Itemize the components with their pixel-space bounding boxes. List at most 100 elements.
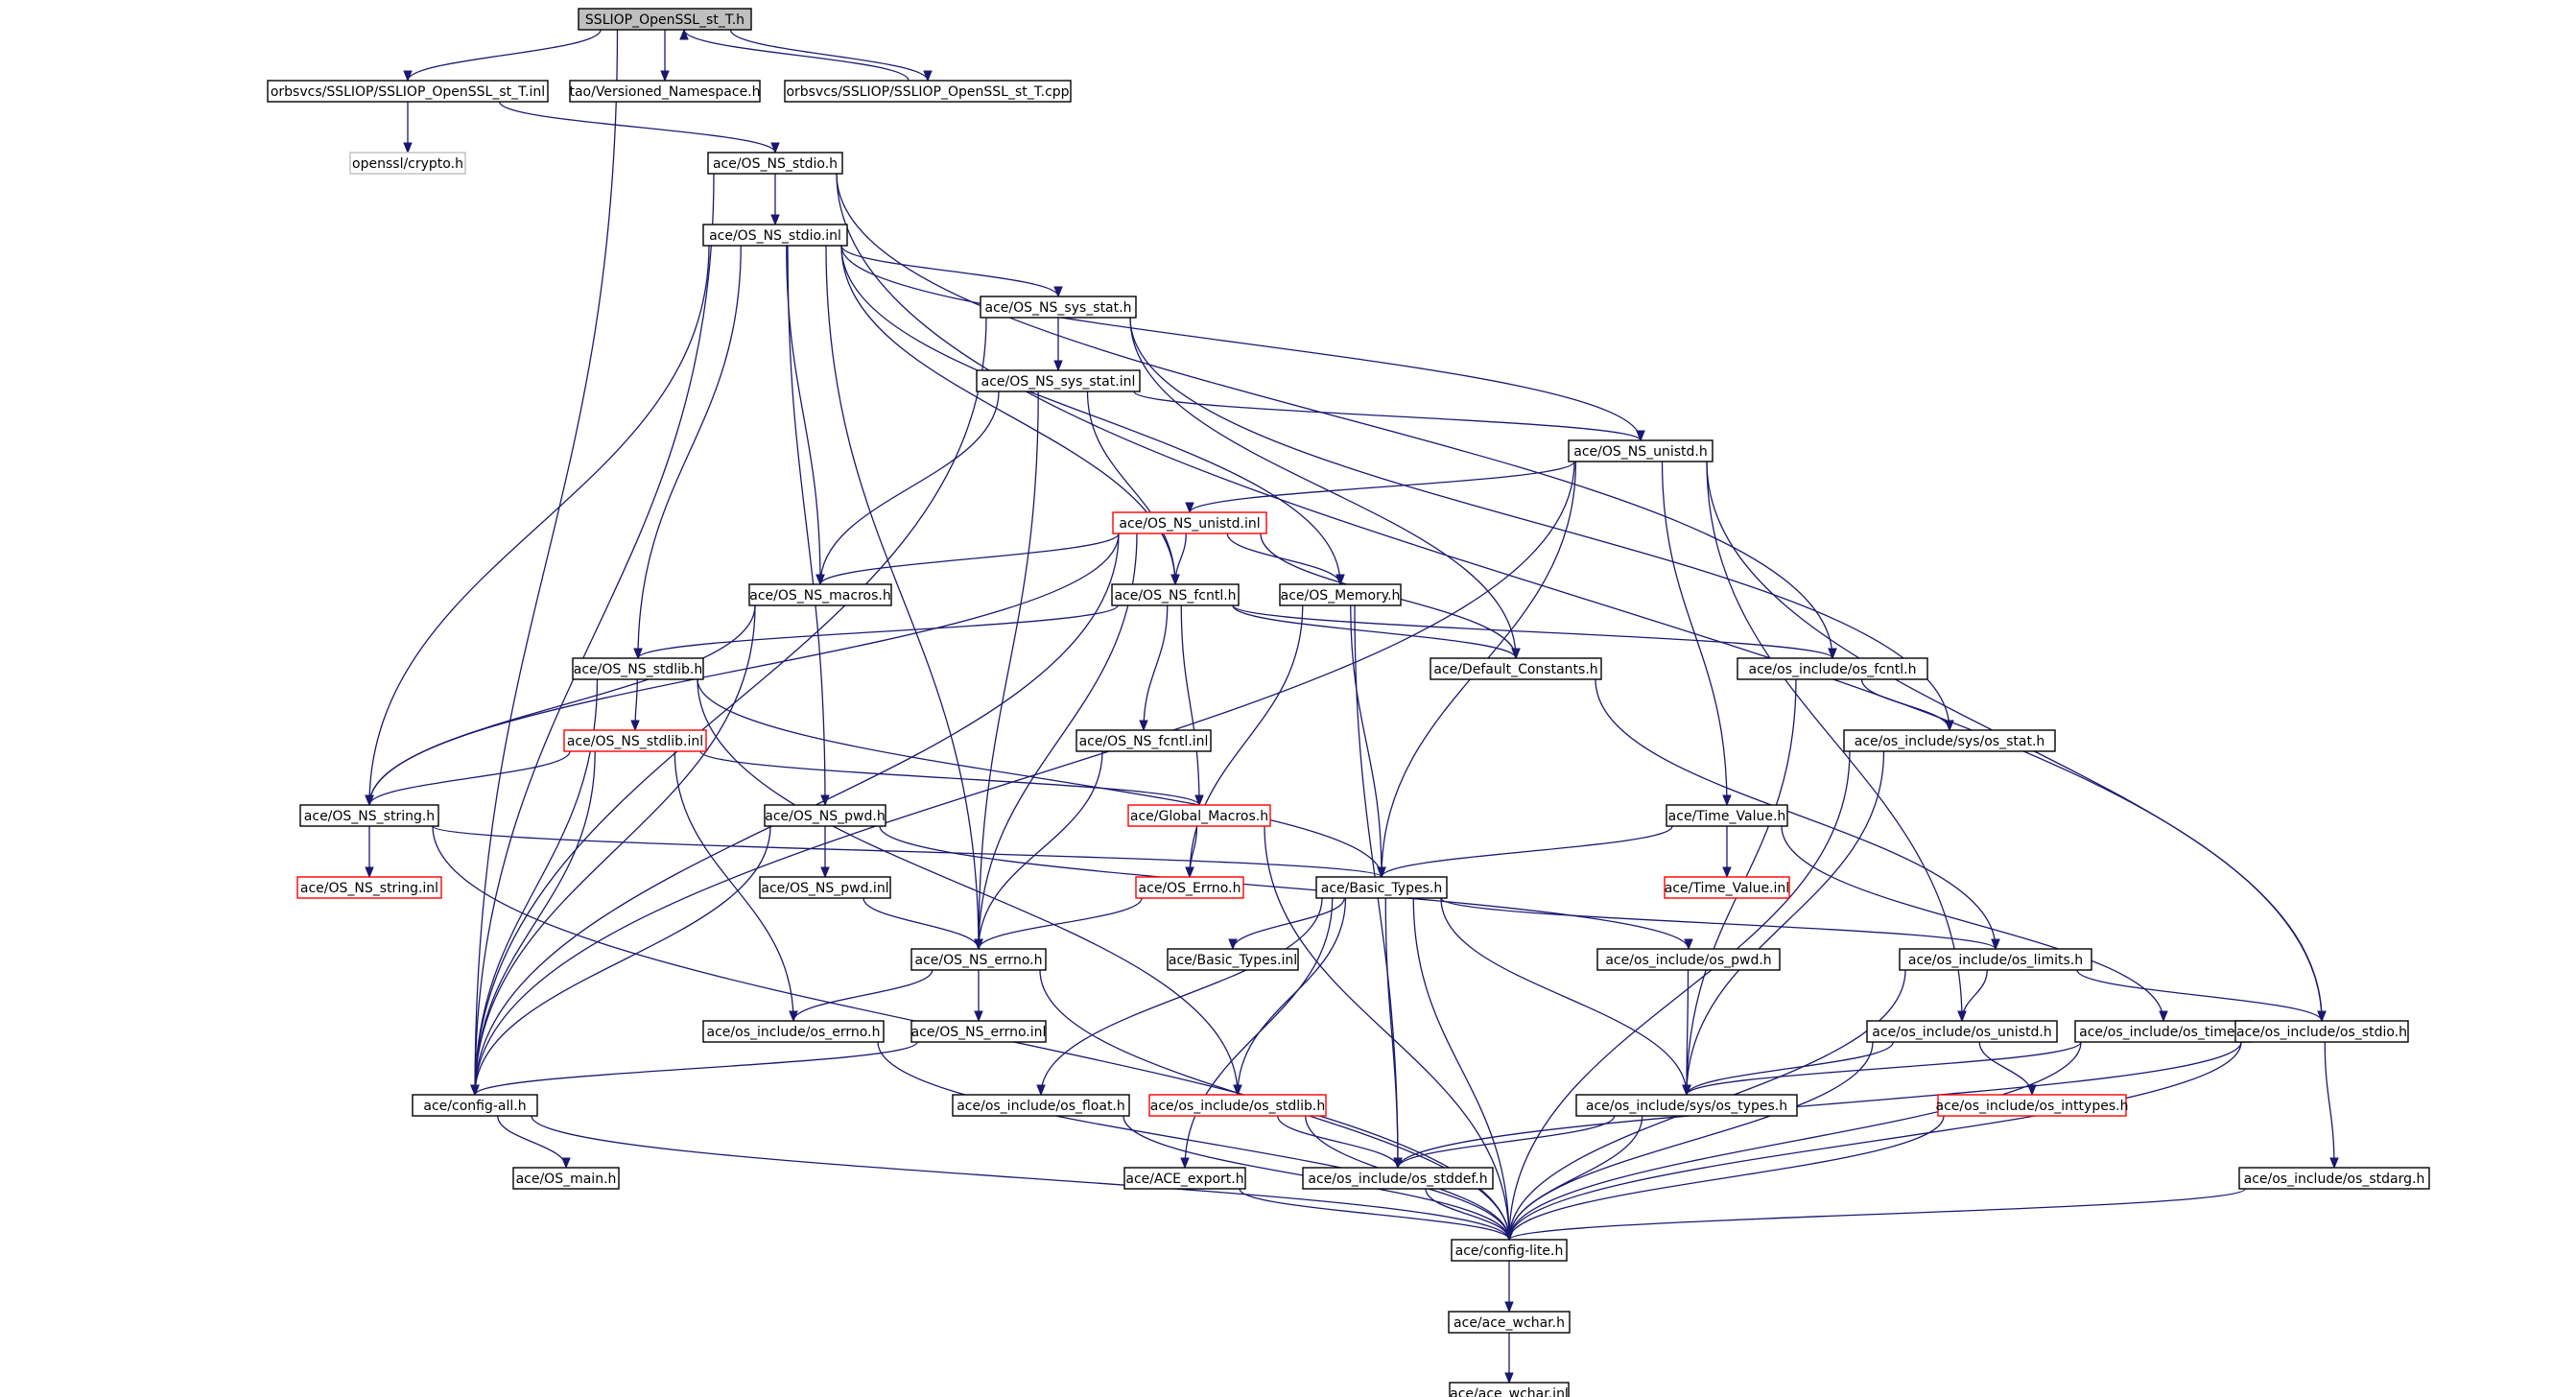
node-errno_h[interactable]: ace/OS_NS_errno.h [910, 948, 1047, 971]
node-stdio_inl[interactable]: ace/OS_NS_stdio.inl [702, 224, 848, 247]
node-box-os_stdio[interactable] [2234, 1020, 2409, 1043]
node-stdlib_h[interactable]: ace/OS_NS_stdlib.h [572, 657, 704, 680]
node-box-os_unistd[interactable] [1866, 1020, 2058, 1043]
node-box-aceexport[interactable] [1123, 1167, 1246, 1190]
node-sslcpp[interactable]: orbsvcs/SSLIOP/SSLIOP_OpenSSL_st_T.cpp [784, 80, 1072, 103]
node-os_stddef[interactable]: ace/os_include/os_stddef.h [1302, 1167, 1494, 1190]
node-configall[interactable]: ace/config-all.h [412, 1094, 538, 1117]
node-box-unistd_inl[interactable] [1112, 511, 1267, 534]
node-box-pwd_h[interactable] [764, 804, 886, 827]
node-box-sysstat_h[interactable] [980, 296, 1137, 319]
node-box-globalmacros[interactable] [1127, 804, 1271, 827]
node-timevalue[interactable]: ace/Time_Value.h [1666, 804, 1788, 827]
node-sysstat_h[interactable]: ace/OS_NS_sys_stat.h [980, 296, 1137, 319]
node-box-os_limits[interactable] [1899, 948, 2092, 971]
node-acewchar_inl[interactable]: ace/ace_wchar.inl [1449, 1382, 1570, 1397]
node-os_limits[interactable]: ace/os_include/os_limits.h [1899, 948, 2092, 971]
node-string_h[interactable]: ace/OS_NS_string.h [299, 804, 439, 827]
node-timevalue_inl[interactable]: ace/Time_Value.inl [1664, 876, 1790, 899]
node-box-os_stdlib[interactable] [1148, 1094, 1327, 1117]
node-os_unistd[interactable]: ace/os_include/os_unistd.h [1866, 1020, 2058, 1043]
node-box-osmain[interactable] [512, 1167, 620, 1190]
node-pwd_h[interactable]: ace/OS_NS_pwd.h [764, 804, 886, 827]
node-memory[interactable]: ace/OS_Memory.h [1279, 583, 1402, 606]
node-fcntl_inl[interactable]: ace/OS_NS_fcntl.inl [1075, 729, 1212, 752]
node-string_inl[interactable]: ace/OS_NS_string.inl [296, 876, 442, 899]
node-box-sys_os_stat[interactable] [1843, 729, 2056, 752]
node-basictypes_inl[interactable]: ace/Basic_Types.inl [1167, 948, 1299, 971]
node-box-errno_inl[interactable] [910, 1020, 1047, 1043]
node-unistd_inl[interactable]: ace/OS_NS_unistd.inl [1112, 511, 1267, 534]
node-root[interactable]: SSLIOP_OpenSSL_st_T.h [578, 8, 752, 31]
node-box-os_errno[interactable] [702, 1020, 885, 1043]
node-box-basictypes_inl[interactable] [1167, 948, 1299, 971]
node-box-root[interactable] [578, 8, 752, 31]
node-aceexport[interactable]: ace/ACE_export.h [1123, 1167, 1246, 1190]
node-box-defconst[interactable] [1430, 657, 1602, 680]
node-sys_os_stat[interactable]: ace/os_include/sys/os_stat.h [1843, 729, 2056, 752]
node-os_inttypes[interactable]: ace/os_include/os_inttypes.h [1936, 1094, 2129, 1117]
node-acewchar_h[interactable]: ace/ace_wchar.h [1448, 1311, 1571, 1334]
node-stdio_h[interactable]: ace/OS_NS_stdio.h [707, 152, 843, 175]
node-box-sysstat_inl[interactable] [976, 369, 1141, 392]
node-os_pwd[interactable]: ace/os_include/os_pwd.h [1596, 948, 1781, 971]
node-box-os_inttypes[interactable] [1937, 1094, 2127, 1117]
node-box-sslcpp[interactable] [784, 80, 1072, 103]
node-box-os_stdarg[interactable] [2238, 1167, 2430, 1190]
node-box-stdlib_inl[interactable] [563, 729, 707, 752]
node-box-memory[interactable] [1279, 583, 1402, 606]
node-box-timevalue[interactable] [1666, 804, 1788, 827]
node-sslinl[interactable]: orbsvcs/SSLIOP/SSLIOP_OpenSSL_st_T.inl [267, 80, 549, 103]
node-box-stdlib_h[interactable] [572, 657, 704, 680]
node-os_time[interactable]: ace/os_include/os_time.h [2074, 1020, 2253, 1043]
node-box-acewchar_inl[interactable] [1449, 1382, 1570, 1397]
node-versioned[interactable]: tao/Versioned_Namespace.h [569, 80, 761, 103]
node-basictypes[interactable]: ace/Basic_Types.h [1315, 876, 1448, 899]
node-box-os_fcntl[interactable] [1737, 657, 1928, 680]
node-box-versioned[interactable] [569, 80, 761, 103]
node-pwd_inl[interactable]: ace/OS_NS_pwd.inl [759, 876, 891, 899]
node-box-acewchar_h[interactable] [1448, 1311, 1571, 1334]
node-sysstat_inl[interactable]: ace/OS_NS_sys_stat.inl [976, 369, 1141, 392]
node-os_stdarg[interactable]: ace/os_include/os_stdarg.h [2238, 1167, 2430, 1190]
node-box-fcntl_h[interactable] [1111, 583, 1240, 606]
node-box-unistd_h[interactable] [1568, 439, 1713, 462]
arrowhead-sys_os_types-to-os_stddef [1393, 1157, 1403, 1170]
node-box-stdio_inl[interactable] [702, 224, 848, 247]
node-os_stdio[interactable]: ace/os_include/os_stdio.h [2234, 1020, 2409, 1043]
node-os_stdlib[interactable]: ace/os_include/os_stdlib.h [1148, 1094, 1327, 1117]
node-globalmacros[interactable]: ace/Global_Macros.h [1127, 804, 1271, 827]
node-macros[interactable]: ace/OS_NS_macros.h [748, 583, 892, 606]
node-os_float[interactable]: ace/os_include/os_float.h [952, 1094, 1130, 1117]
node-box-sslinl[interactable] [267, 80, 549, 103]
node-box-pwd_inl[interactable] [759, 876, 891, 899]
node-box-configall[interactable] [412, 1094, 538, 1117]
node-box-fcntl_inl[interactable] [1075, 729, 1212, 752]
node-sys_os_types[interactable]: ace/os_include/sys/os_types.h [1575, 1094, 1798, 1117]
node-box-errno_h[interactable] [910, 948, 1047, 971]
node-os_errno[interactable]: ace/os_include/os_errno.h [702, 1020, 885, 1043]
node-box-timevalue_inl[interactable] [1664, 876, 1790, 899]
node-fcntl_h[interactable]: ace/OS_NS_fcntl.h [1111, 583, 1240, 606]
node-box-os_pwd[interactable] [1596, 948, 1781, 971]
node-box-crypto[interactable] [349, 152, 466, 175]
node-osmain[interactable]: ace/OS_main.h [512, 1167, 620, 1190]
node-box-os_float[interactable] [952, 1094, 1130, 1117]
node-stdlib_inl[interactable]: ace/OS_NS_stdlib.inl [563, 729, 707, 752]
node-box-sys_os_types[interactable] [1575, 1094, 1798, 1117]
node-box-string_h[interactable] [299, 804, 439, 827]
node-crypto[interactable]: openssl/crypto.h [349, 152, 466, 175]
node-box-macros[interactable] [748, 583, 892, 606]
node-unistd_h[interactable]: ace/OS_NS_unistd.h [1568, 439, 1713, 462]
node-os_fcntl[interactable]: ace/os_include/os_fcntl.h [1737, 657, 1928, 680]
node-box-string_inl[interactable] [296, 876, 442, 899]
node-errno_inl[interactable]: ace/OS_NS_errno.inl [910, 1020, 1047, 1043]
node-box-stdio_h[interactable] [707, 152, 843, 175]
node-box-configlite[interactable] [1451, 1239, 1568, 1262]
node-configlite[interactable]: ace/config-lite.h [1451, 1239, 1568, 1262]
node-box-oserrno[interactable] [1135, 876, 1244, 899]
node-oserrno[interactable]: ace/OS_Errno.h [1135, 876, 1244, 899]
node-defconst[interactable]: ace/Default_Constants.h [1430, 657, 1602, 680]
node-box-os_stddef[interactable] [1302, 1167, 1494, 1190]
node-box-basictypes[interactable] [1315, 876, 1448, 899]
